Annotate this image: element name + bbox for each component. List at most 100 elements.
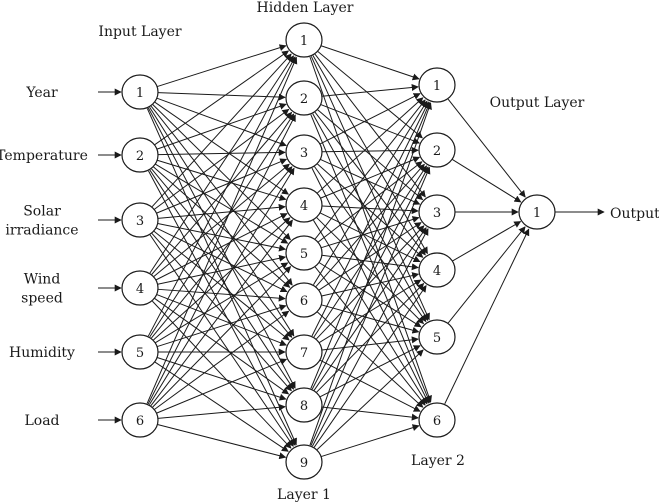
edge-in2-h1n1 (154, 50, 290, 146)
edge-in3-h1n5 (157, 223, 287, 252)
hidden1-node-1-circle (285, 22, 323, 58)
edge-h1n6-h2n1 (313, 100, 428, 285)
edge-in6-h1n9 (157, 423, 287, 460)
edge-in1-h1n3 (156, 97, 287, 147)
input-node-1: 1 (121, 74, 159, 110)
edge-h1n4-h2n6 (313, 220, 428, 405)
hidden1-node-7: 7 (285, 334, 323, 370)
edge-h1n8-h2n5 (319, 345, 421, 398)
edge-in5-h1n6 (157, 304, 287, 348)
edge-h1n9-h2n1 (309, 102, 432, 446)
edge-h2n6-out (444, 228, 530, 404)
input-node-1-circle (121, 74, 159, 110)
edge-h1n4-h2n5 (316, 217, 425, 325)
edge-in6-h1n5 (152, 266, 292, 408)
edge-h1n2-h2n2 (320, 104, 420, 145)
hidden2-node-2-circle (418, 132, 456, 168)
edge-in4-h1n1 (149, 55, 294, 274)
edge-h1n6-h2n3 (318, 222, 422, 291)
edge-in3-h1n9 (149, 234, 294, 447)
hidden2-node-5-circle (418, 319, 456, 355)
edge-h1n4-h2n2 (320, 156, 421, 199)
edge-h1n6-h2n5 (321, 304, 420, 334)
edge-in3-h1n4 (157, 203, 286, 219)
hidden1-node-5: 5 (285, 235, 323, 271)
edge-h1n2-h2n6 (310, 114, 431, 404)
edge-in6-h1n1 (146, 56, 298, 404)
edge-h1n7-h2n5 (321, 336, 419, 351)
hidden2-node-4-label: 4 (433, 264, 441, 279)
hidden2-node-2-label: 2 (433, 144, 441, 159)
hidden1-node-1-label: 1 (300, 34, 308, 49)
edge-h1n4-h2n4 (319, 212, 421, 263)
input-label-3-line-1: Solar (23, 204, 61, 220)
hidden-layer-title: Hidden Layer (257, 0, 354, 16)
edge-in1-h1n2 (157, 92, 286, 101)
edge-h1n5-h2n1 (314, 99, 426, 240)
hidden2-node-1: 1 (418, 67, 456, 103)
hidden2-node-6-label: 6 (433, 414, 441, 429)
edge-in4-h1n7 (156, 294, 287, 347)
input-node-4-circle (121, 270, 159, 306)
hidden1-node-5-label: 5 (300, 247, 308, 262)
edge-h1n7-h2n4 (319, 279, 422, 343)
connection-edges (98, 44, 605, 460)
hidden2-node-5: 5 (418, 319, 456, 355)
edge-in5-h1n4 (153, 217, 291, 341)
edge-h2n1-out (447, 98, 526, 198)
edge-h1n7-h2n2 (313, 165, 427, 338)
edge-in3-h1n3 (156, 158, 288, 214)
hidden2-node-3-circle (418, 194, 456, 230)
hidden1-node-9-label: 9 (300, 456, 308, 471)
edge-h1n4-h2n1 (317, 97, 424, 194)
edge-h1n6-h2n2 (315, 163, 425, 287)
hidden-layer-1-label: Layer 1 (277, 487, 331, 503)
input-node-2-circle (121, 137, 159, 173)
edge-h1n9-h2n2 (310, 166, 431, 446)
hidden1-node-7-circle (285, 334, 323, 370)
edge-in5-h1n5 (155, 262, 289, 344)
input-node-4: 4 (121, 270, 159, 306)
input-node-6-label: 6 (136, 414, 144, 429)
edge-h2n2-out (452, 159, 522, 203)
output-node-1-circle (518, 194, 556, 230)
edge-h1n1-h2n6 (309, 56, 432, 403)
edge-in6-h1n3 (148, 167, 295, 405)
edge-h1n1-h2n1 (320, 45, 420, 81)
hidden1-node-7-label: 7 (300, 346, 308, 361)
edge-h1n3-h2n1 (319, 93, 421, 145)
edge-in1-h1n4 (154, 101, 289, 195)
edge-in1-h1n5 (152, 104, 291, 241)
edge-in4-h1n5 (157, 254, 287, 285)
input-node-5: 5 (121, 334, 159, 370)
input-node-2: 2 (121, 137, 159, 173)
edge-h1n4-h2n3 (321, 205, 419, 215)
hidden1-node-6: 6 (285, 282, 323, 318)
hidden1-node-8-circle (285, 387, 323, 423)
input-label-6-line-1: Load (24, 413, 59, 429)
edge-h1n3-h2n2 (321, 146, 419, 154)
edge-in6-h1n2 (147, 114, 296, 405)
input-label-1-line-1: Year (25, 85, 58, 101)
hidden1-node-2-circle (285, 80, 323, 116)
hidden1-node-4: 4 (285, 187, 323, 223)
input-node-6: 6 (121, 402, 159, 438)
edge-h1n8-h2n1 (310, 101, 431, 389)
input-node-5-label: 5 (136, 346, 144, 361)
output-label: Output (610, 206, 659, 222)
edge-h1n5-h2n5 (318, 262, 422, 328)
hidden2-node-5-label: 5 (433, 331, 441, 346)
hidden1-node-4-label: 4 (300, 199, 308, 214)
edge-in2-h1n3 (157, 148, 286, 156)
hidden1-node-8-label: 8 (300, 399, 308, 414)
hidden2-node-6: 6 (418, 402, 456, 438)
edge-in6-h1n6 (154, 310, 290, 410)
input-label-4-line-2: speed (21, 291, 63, 307)
edge-h2n4-out (452, 221, 522, 262)
edge-in2-h1n4 (157, 159, 287, 201)
hidden1-node-3-label: 3 (300, 146, 308, 161)
edge-h1n3-h2n3 (320, 158, 421, 205)
